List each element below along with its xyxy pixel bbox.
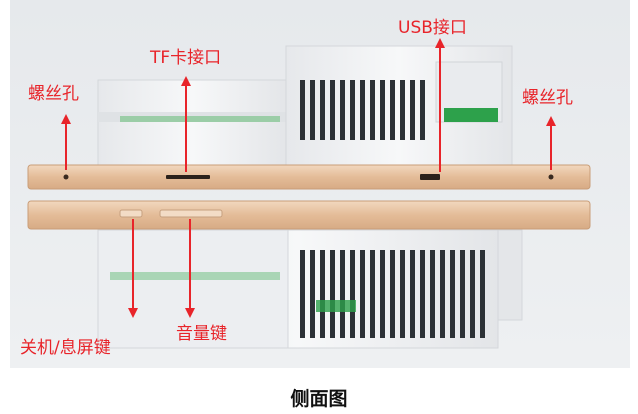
upper-housing [97,45,513,171]
upper-vent-slots [300,80,425,140]
usb-port-label: USB接口 [398,18,467,38]
bottom-bezel [27,200,591,230]
volume-key-label: 音量键 [176,324,227,344]
diagram-caption: 侧面图 [290,388,348,410]
lower-vent-slots [300,250,485,338]
screw-hole-left-mark [63,174,69,180]
tf-card-port-label: TF卡接口 [150,48,222,68]
power-screen-key-label: 关机/息屏键 [20,338,111,358]
screw-hole-right-label: 螺丝孔 [522,88,573,108]
terminal-block-top [444,108,498,122]
usb-slot [420,174,440,180]
top-bezel [27,164,591,190]
terminal-block-bottom [316,300,356,312]
power-button [119,209,143,218]
tf-card-slot [166,175,210,179]
annotation-arrows [61,38,556,318]
screw-hole-left-label: 螺丝孔 [28,84,79,104]
device-illustration [10,0,630,368]
screw-hole-right-mark [548,174,554,180]
volume-button [159,209,223,218]
